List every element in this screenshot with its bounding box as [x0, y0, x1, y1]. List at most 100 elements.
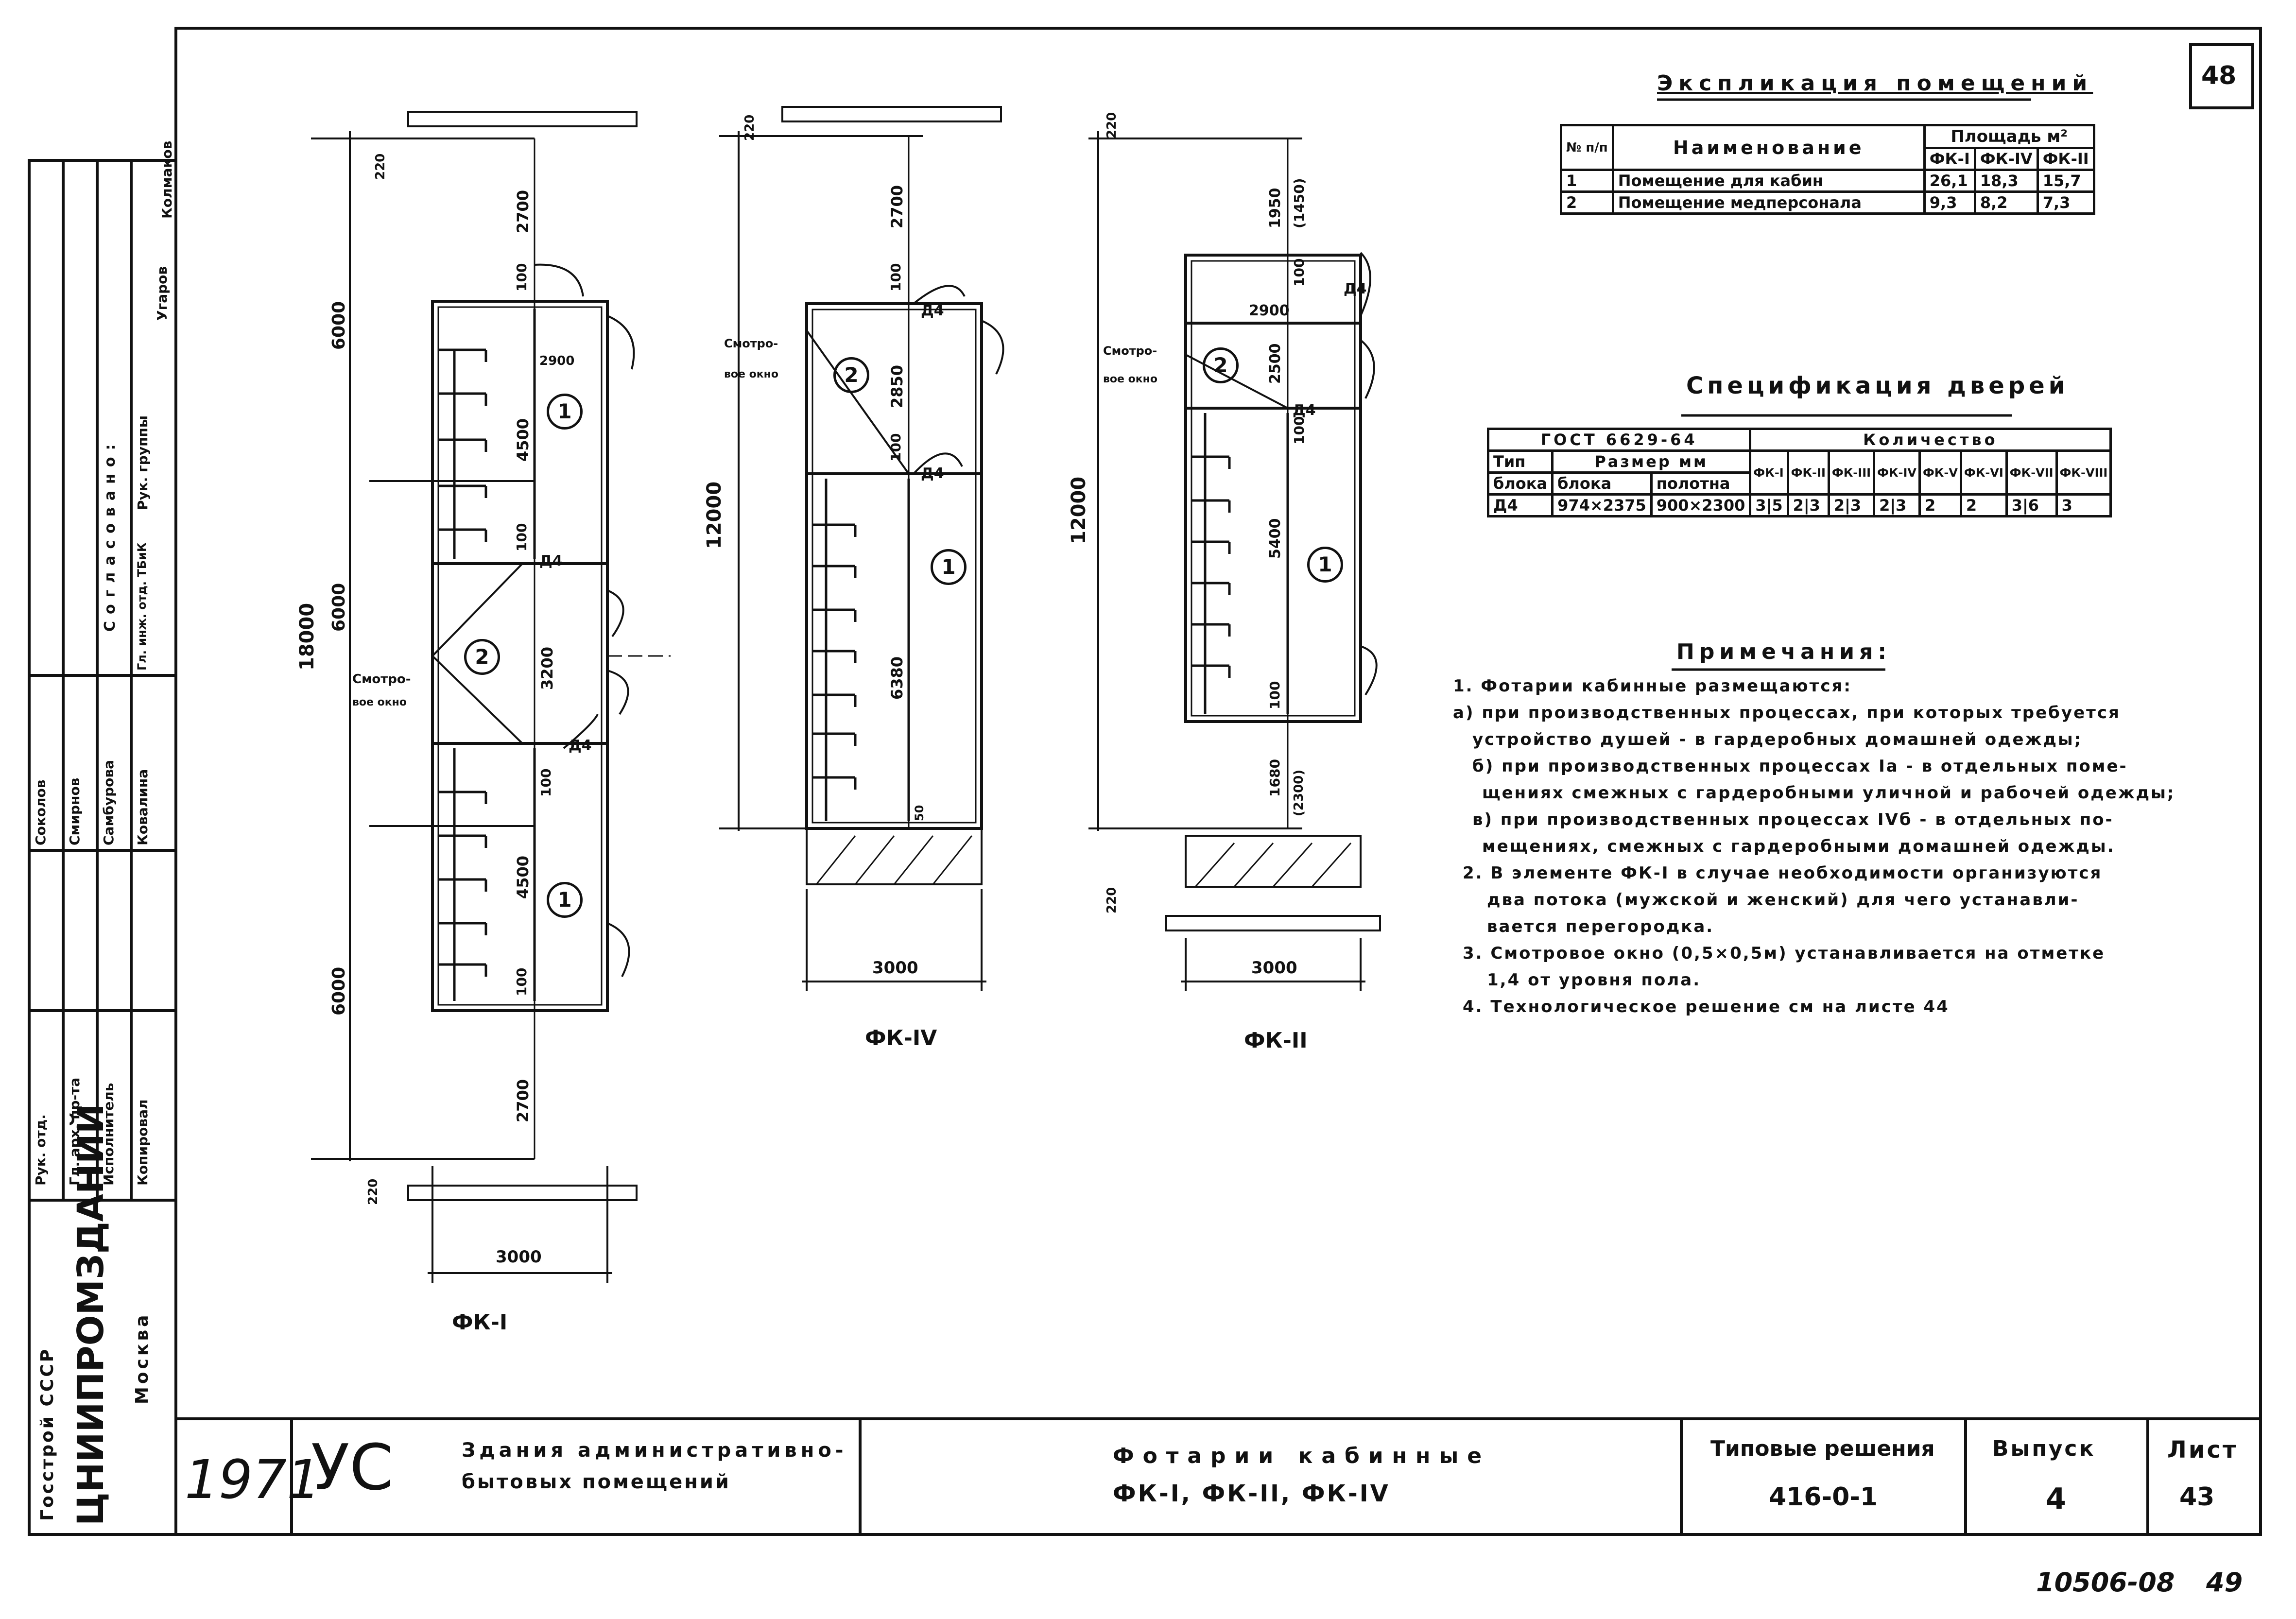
fk2-small-dim: 2900 [1249, 302, 1290, 319]
fk4-width-dim: 3000 [872, 958, 918, 978]
note-line: устройство душей - в гардеробных домашне… [1472, 730, 2083, 749]
room-name: Помещение для кабин [1611, 169, 1926, 193]
doors-spec-table: ГОСТ 6629-64 Количество Тип Размер мм ФК… [1486, 428, 2112, 517]
title-series-mark: УС [311, 1430, 394, 1504]
fk1-small-dim: 220 [373, 153, 388, 180]
fk1-width-dim: 3000 [496, 1247, 542, 1267]
door-block-size: 974×2375 [1551, 493, 1653, 517]
doors-col: ФК-III [1827, 449, 1876, 496]
fk2-dim: 100 [1291, 258, 1307, 287]
stamp-role: Копировал [135, 1099, 151, 1186]
fk1-dim: 100 [514, 967, 530, 996]
stamp-name: Угаров [154, 266, 170, 321]
footer-page: 49 [2206, 1567, 2243, 1598]
room-area: 18,3 [1973, 169, 2039, 193]
notes-title: Примечания: [1676, 639, 1891, 664]
fk1-room-2: 2 [464, 639, 500, 675]
fk2-total-dim: 12000 [1068, 476, 1090, 544]
fk2-plan-label: ФК-II [1244, 1028, 1308, 1053]
fk4-dim: 100 [888, 433, 904, 462]
fk1-small-dim: 2900 [539, 354, 575, 368]
door-leaf-size: 900×2300 [1650, 493, 1752, 517]
plan-fk2 [1088, 131, 1381, 991]
fk4-dim: 50 [913, 805, 926, 821]
fk1-door-label: Д4 [569, 737, 592, 754]
fk2-door-label: Д4 [1293, 402, 1316, 419]
fk1-plan-label: ФК-I [452, 1310, 508, 1335]
room-area: 15,7 [2036, 169, 2095, 193]
fk1-dim: 100 [514, 523, 530, 551]
title-issue-value: 4 [2046, 1482, 2066, 1516]
fk1-dim: 3200 [538, 646, 556, 690]
fk2-dim: 2500 [1267, 343, 1284, 384]
fk1-window-label: вое окно [352, 696, 407, 708]
room-area: 8,2 [1973, 190, 2039, 215]
stamp-name: Смирнов [67, 777, 83, 845]
doors-col: ФК-II [1786, 449, 1830, 496]
stamp-org: Госстрой СССР [37, 1347, 57, 1521]
note-line: в) при производственных процессах IVб - … [1472, 810, 2114, 829]
door-qty: 2 [1959, 493, 2008, 517]
rooms-col-fk4: ФК-IV [1973, 147, 2039, 171]
fk1-door-label: Д4 [539, 552, 563, 569]
fk1-window-label: Смотро- [352, 672, 411, 687]
fk4-room-2: 2 [833, 357, 869, 393]
fk1-dim: 100 [538, 768, 554, 797]
fk4-dim: 100 [888, 263, 904, 292]
fk4-window-label: вое окно [724, 368, 778, 380]
fk4-window-label: Смотро- [724, 337, 778, 350]
fk2-small-dim: 220 [1105, 887, 1119, 913]
fk1-dim: 4500 [514, 418, 532, 462]
title-sheet-value: 43 [2179, 1482, 2215, 1512]
stamp-role: Гл. инж. отд. ТБиК [135, 542, 149, 671]
stamp-role: Гл. арх. пр-та [67, 1077, 83, 1186]
doors-size-label: Размер мм [1551, 449, 1752, 474]
fk2-window-label: вое окно [1103, 373, 1157, 385]
note-line: 4. Технологическое решение см на листе 4… [1463, 997, 1950, 1016]
rooms-header-num: № п/п [1560, 124, 1614, 171]
room-name: Помещение медперсонала [1611, 190, 1926, 215]
title-subject-line1: Здания административно- [462, 1439, 847, 1462]
fk2-dim: (2300) [1292, 769, 1306, 816]
fk1-dim: 2700 [514, 1079, 532, 1122]
title-subject-line2: бытовых помещений [462, 1471, 731, 1493]
doors-block-label: блока [1551, 471, 1653, 496]
note-line: щениях смежных с гардеробными уличной и … [1482, 783, 2175, 803]
note-line: 2. В элементе ФК-I в случае необходимост… [1463, 863, 2103, 883]
room-num: 2 [1560, 190, 1614, 215]
fk2-dim: 5400 [1267, 518, 1284, 559]
fk1-dim: 2700 [514, 189, 532, 233]
title-drawing-line1: Фотарии кабинные [1113, 1444, 1491, 1468]
fk4-dim: 6380 [888, 656, 906, 700]
fk2-door-label: Д4 [1344, 280, 1367, 297]
fk4-total-dim: 12000 [703, 481, 725, 549]
fk4-door-label: Д4 [921, 465, 944, 482]
table-row: 1 Помещение для кабин 26,1 18,3 15,7 [1560, 169, 2095, 193]
door-qty: 2|3 [1786, 493, 1830, 517]
doors-col: ФК-VI [1959, 449, 2008, 496]
doors-type-label-2: блока [1486, 471, 1554, 496]
rooms-header-area: Площадь м² [1923, 124, 2095, 149]
fk2-dim: 100 [1291, 416, 1307, 445]
door-qty: 2 [1918, 493, 1962, 517]
rooms-spec-table: № п/п Наименование Площадь м² ФК-I ФК-IV… [1560, 124, 2095, 215]
fk4-room-1: 1 [931, 549, 967, 585]
fk1-small-dim: 220 [366, 1178, 380, 1205]
fk2-dim: 1680 [1267, 759, 1283, 797]
doors-col: ФК-V [1918, 449, 1962, 496]
room-area: 7,3 [2036, 190, 2095, 215]
fk1-dim: 4500 [514, 855, 532, 899]
rooms-spec-title: Экспликация помещений [1657, 71, 2093, 96]
note-line: 1,4 от уровня пола. [1487, 970, 1701, 990]
room-area: 9,3 [1923, 190, 1976, 215]
title-drawing-line2: ФК-I, ФК-II, ФК-IV [1113, 1480, 1390, 1507]
title-typical-value: 416-0-1 [1769, 1482, 1878, 1512]
stamp-role: Исполнитель [101, 1083, 117, 1186]
fk1-bay-dim: 6000 [329, 966, 349, 1016]
fk2-window-label: Смотро- [1103, 344, 1157, 358]
stamp-city: Москва [132, 1312, 152, 1404]
fk4-door-label: Д4 [921, 302, 944, 319]
door-qty: 2|3 [1873, 493, 1921, 517]
fk1-total-dim: 18000 [296, 603, 318, 671]
note-line: 1. Фотарии кабинные размещаются: [1453, 676, 1852, 696]
